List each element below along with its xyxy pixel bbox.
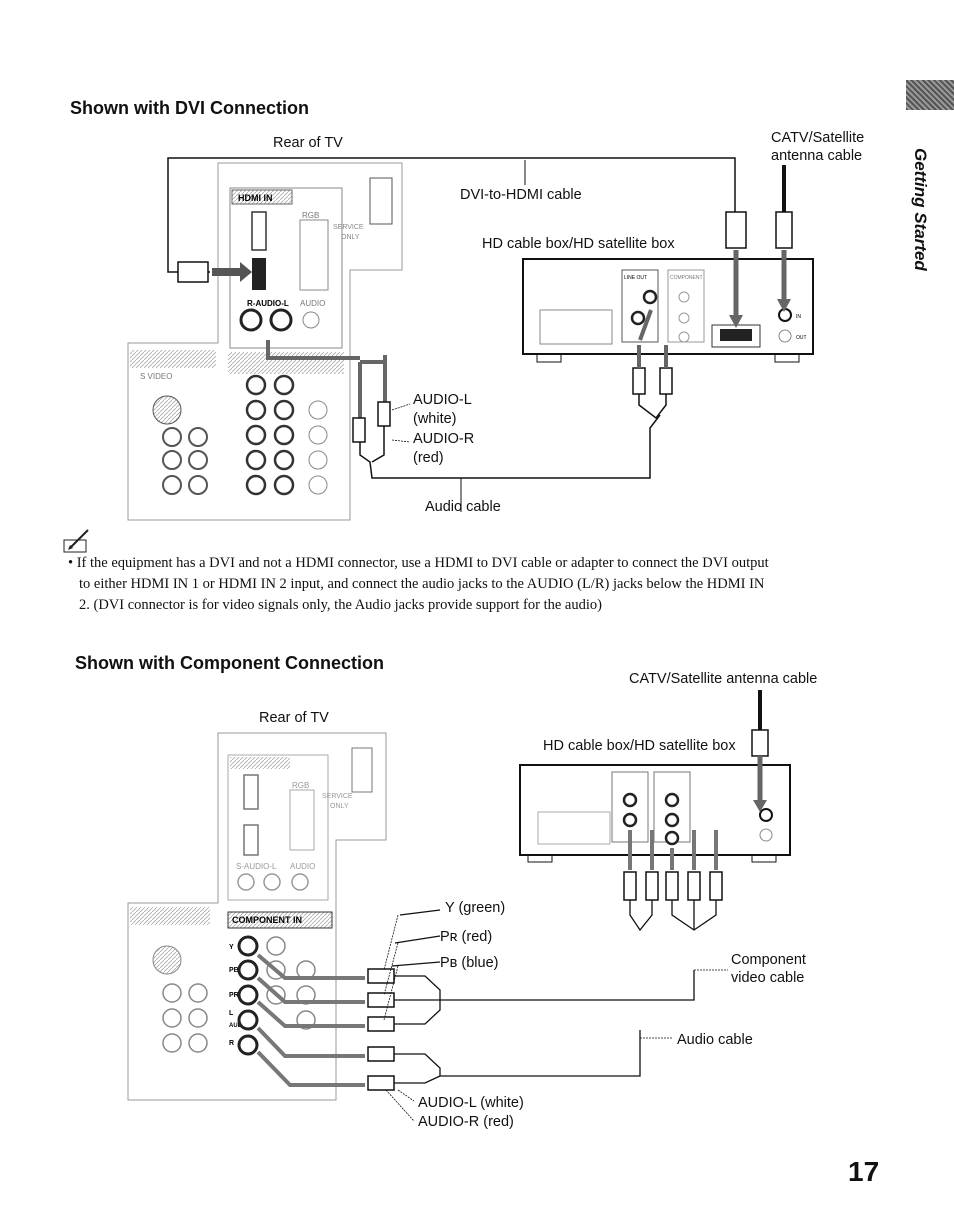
note-line-1: • If the equipment has a DVI and not a H… [68, 555, 769, 571]
svg-text:L: L [229, 1010, 234, 1017]
svg-text:S-AUDIO-L: S-AUDIO-L [236, 862, 277, 871]
svg-text:ONLY: ONLY [341, 234, 360, 241]
antenna-connector-icon [775, 211, 793, 249]
audio-l-plug-icon [352, 417, 366, 443]
comp-audio-r-label: AUDIO-R (red) [418, 1114, 514, 1130]
comp-pb-blue-label: Pʙ (blue) [440, 955, 499, 971]
note-line-2: to either HDMI IN 1 or HDMI IN 2 input, … [79, 576, 765, 592]
svg-text:AUDIO: AUDIO [290, 862, 315, 871]
dvi-plug-icon [725, 211, 747, 249]
dvi-rear-of-tv-label: Rear of TV [273, 135, 343, 151]
audio-l-name: AUDIO-L [413, 392, 472, 408]
dvi-hd-box-label: HD cable box/HD satellite box [482, 236, 675, 252]
dvi-audio-l-label: AUDIO-L (white) [413, 391, 472, 429]
svg-text:IN: IN [796, 314, 801, 320]
svg-text:S VIDEO: S VIDEO [140, 372, 172, 381]
svg-text:ONLY: ONLY [330, 803, 349, 810]
svg-text:RGB: RGB [302, 211, 319, 220]
audio-r-plug-icon [377, 401, 391, 427]
svg-text:PB: PB [229, 967, 239, 974]
comp-hd-box [519, 764, 791, 863]
note-line-3: 2. (DVI connector is for video signals o… [79, 597, 602, 613]
component-section-heading: Shown with Component Connection [75, 653, 384, 673]
dvi-antenna-cable-label: CATV/Satellite antenna cable [771, 129, 864, 165]
comp-audio-cable-label: Audio cable [677, 1032, 753, 1048]
svg-text:SERVICE: SERVICE [322, 793, 353, 800]
antenna-label-line1: CATV/Satellite [771, 130, 865, 146]
svg-text:R-AUDIO-L: R-AUDIO-L [247, 299, 289, 308]
dvi-audio-r-label: AUDIO-R (red) [413, 430, 474, 468]
dvi-audio-cable-label: Audio cable [425, 499, 501, 515]
audio-r-name: AUDIO-R [413, 431, 475, 447]
comp-tv-rear-panel: RGB SERVICE ONLY S-AUDIO-L AUDIO COMPONE… [127, 732, 387, 1101]
page-number: 17 [848, 1156, 880, 1187]
note-pencil-icon [63, 529, 89, 553]
comp-component-cable-label: Component video cable [731, 951, 806, 987]
dvi-hdmi-cable-line [167, 157, 525, 273]
note-paragraph: • If the equipment has a DVI and not a H… [68, 553, 908, 616]
svg-text:AUDIO: AUDIO [300, 299, 325, 308]
svg-text:LINE OUT: LINE OUT [624, 275, 647, 281]
svg-text:RGB: RGB [292, 781, 309, 790]
dvi-tv-rear-panel: HDMI IN RGB SERVICE ONLY R-AUDIO-L AUDIO… [127, 162, 403, 521]
comp-y-green-label: Y (green) [445, 900, 506, 916]
comp-pr-red-label: Pʀ (red) [440, 929, 493, 945]
antenna-label-line2: antenna cable [771, 148, 863, 164]
comp-tv-side-plugs [367, 968, 395, 1091]
audio-r-color: (red) [413, 450, 444, 466]
comp-rear-of-tv-label: Rear of TV [259, 710, 329, 726]
svg-text:SERVICE: SERVICE [333, 224, 364, 231]
hdmi-in-text: HDMI IN [238, 193, 273, 203]
svg-text:R: R [229, 1040, 234, 1047]
comp-antenna-cable-label: CATV/Satellite antenna cable [629, 671, 818, 687]
hdmi-plug-icon [177, 261, 209, 283]
svg-text:PR: PR [229, 992, 239, 999]
svg-text:COMPONENT IN: COMPONENT IN [232, 915, 302, 925]
svg-text:OUT: OUT [796, 335, 807, 341]
dvi-hd-box: LINE OUT COMPONENT IN OUT [522, 258, 814, 363]
svg-text:AUDIO: AUDIO [229, 1023, 249, 1029]
comp-hd-box-label: HD cable box/HD satellite box [543, 738, 736, 754]
dvi-connection-diagram: HDMI IN RGB SERVICE ONLY R-AUDIO-L AUDIO… [127, 157, 814, 521]
dvi-hdmi-cable-label: DVI-to-HDMI cable [460, 187, 582, 203]
component-cable-line2: video cable [731, 970, 805, 986]
svg-text:COMPONENT: COMPONENT [670, 275, 703, 281]
component-connection-diagram: RGB SERVICE ONLY S-AUDIO-L AUDIO COMPONE… [127, 690, 791, 1122]
dvi-section-heading: Shown with DVI Connection [70, 98, 309, 118]
audio-l-color: (white) [413, 411, 457, 427]
svg-text:Y: Y [229, 944, 234, 951]
side-tab-marker [906, 80, 954, 110]
comp-audio-l-label: AUDIO-L (white) [418, 1095, 524, 1111]
component-cable-line1: Component [731, 952, 806, 968]
